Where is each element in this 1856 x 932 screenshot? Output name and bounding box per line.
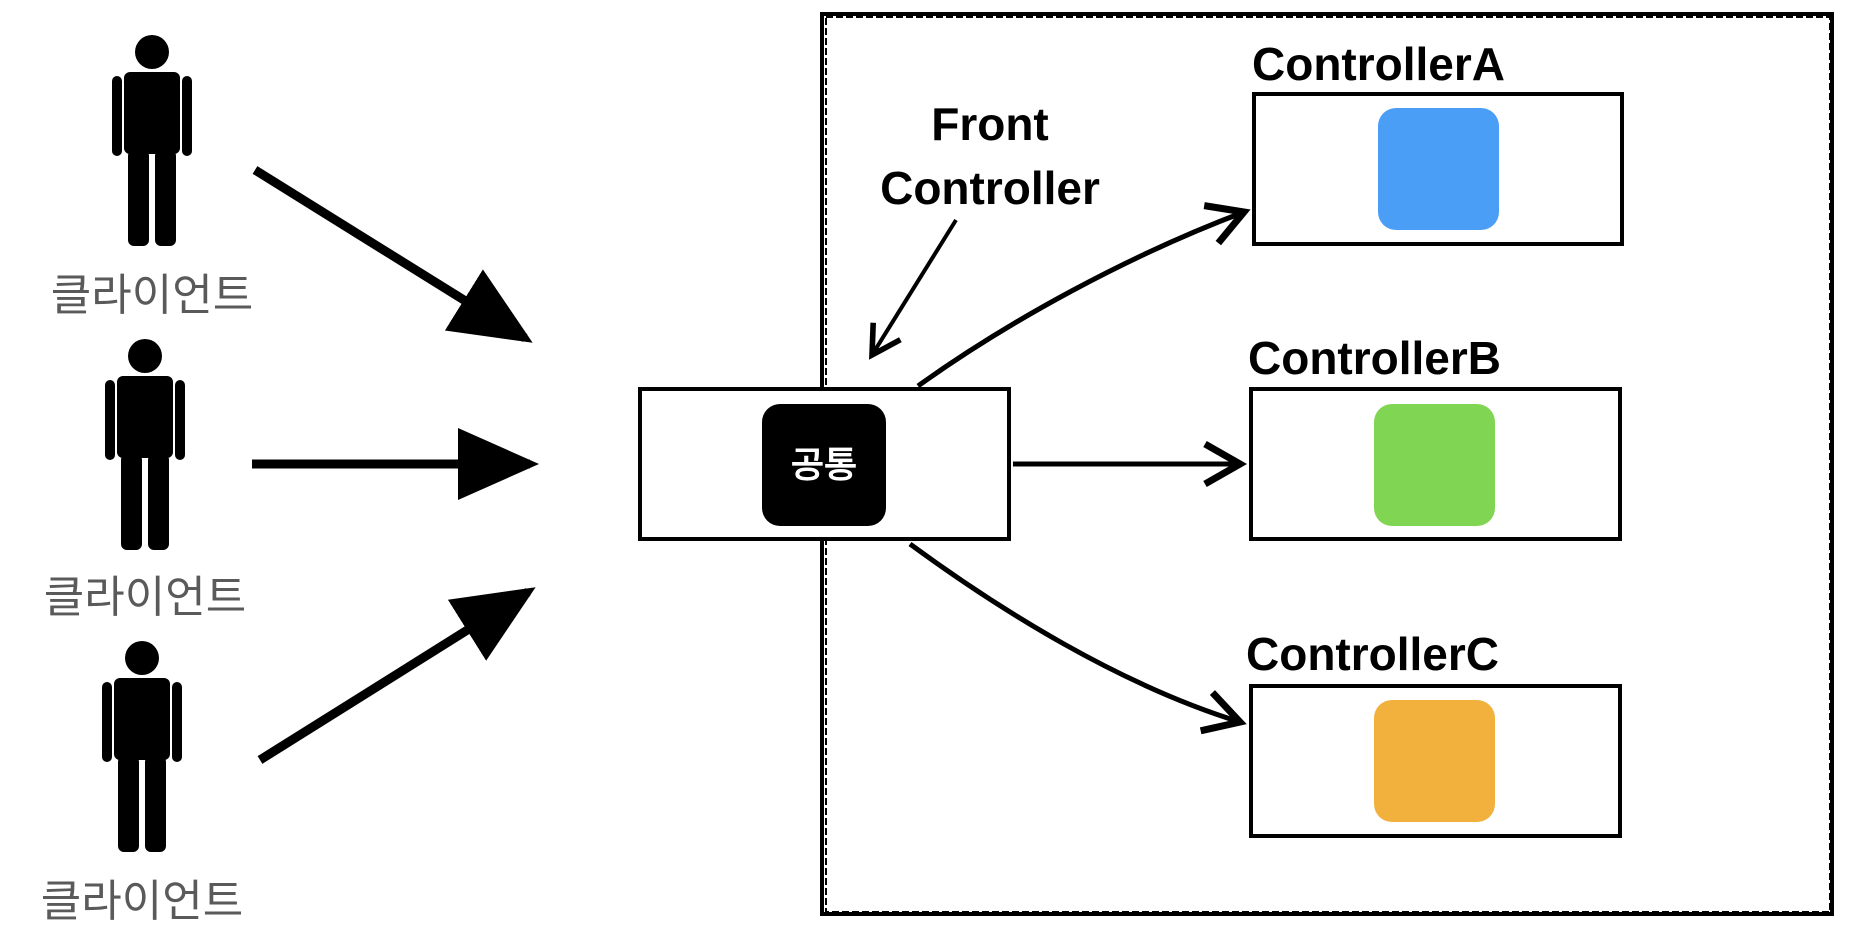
front-controller-title-line2: Controller [880, 162, 1100, 214]
person-icon [102, 641, 182, 852]
common-block [762, 404, 886, 526]
front-controller-pointer-arrow [869, 218, 958, 360]
controller-b-block [1374, 404, 1495, 526]
front-controller-title-line1: Front [931, 98, 1049, 150]
controller-b-title: ControllerB [1248, 332, 1501, 384]
controller-a-block [1378, 108, 1499, 230]
common-label: 공통 [791, 444, 857, 485]
controller-c-block [1374, 700, 1495, 822]
client-3-arrow [257, 587, 536, 764]
front-controller-box: 공통 [638, 387, 1011, 541]
client-2: 클라이언트 [44, 339, 246, 622]
dispatch-arrow-c [908, 541, 1247, 735]
controller-a-title: ControllerA [1252, 38, 1505, 90]
client-3: 클라이언트 [41, 641, 243, 926]
controller-c-title: ControllerC [1246, 628, 1499, 680]
client-1: 클라이언트 [51, 35, 253, 320]
dispatch-arrow-a [916, 202, 1251, 389]
person-icon [105, 339, 185, 550]
controller-a: ControllerA [1252, 38, 1624, 246]
client-label: 클라이언트 [51, 271, 253, 320]
person-icon [112, 35, 192, 246]
controller-c: ControllerC [1246, 628, 1622, 838]
client-label: 클라이언트 [41, 877, 243, 926]
client-1-arrow [252, 166, 533, 343]
client-label: 클라이언트 [44, 573, 246, 622]
controller-b: ControllerB [1248, 332, 1622, 541]
